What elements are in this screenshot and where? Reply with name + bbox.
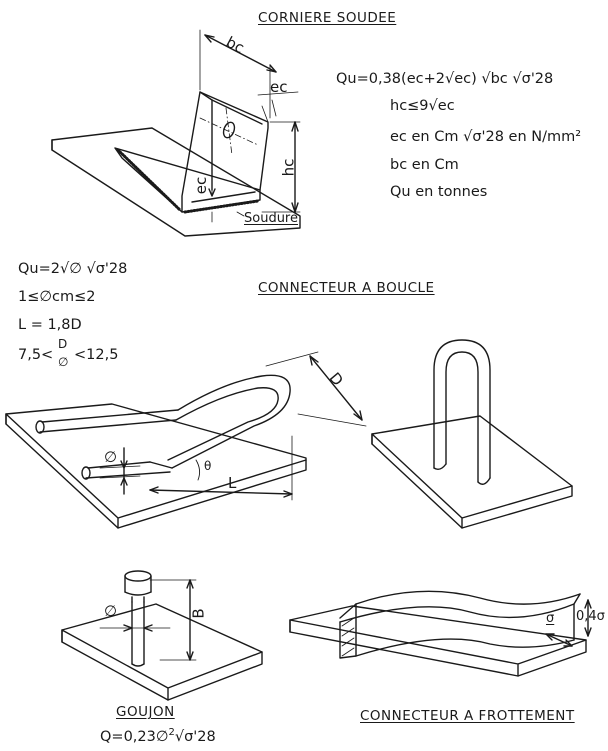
corniere-formula: Qu=0,38(ec+2√ec) √bc √σ'28: [336, 71, 554, 87]
dim-ec-top: ec: [270, 78, 288, 96]
title-connecteur-frottement: CONNECTEUR A FROTTEMENT: [360, 708, 575, 724]
corniere-units-bc: bc en Cm: [390, 157, 459, 173]
dim-sigma: σ: [546, 611, 555, 626]
boucle-ratio-right: <12,5: [74, 347, 119, 363]
dim-phi-boucle: ∅: [104, 448, 118, 466]
corniere-units-qu: Qu en tonnes: [390, 184, 488, 200]
goujon-formula: Q=0,23∅2√σ'28: [100, 727, 216, 745]
corniere-units-ec: ec en Cm √σ'28 en N/mm²: [390, 129, 582, 145]
title-corniere-soudee: CORNIERE SOUDEE: [258, 10, 397, 26]
boucle-ratio-left: 7,5<: [18, 347, 54, 363]
goujon-formula-exponent: 2: [168, 727, 175, 738]
boucle-formula: Qu=2√∅ √σ'28: [18, 261, 128, 277]
welded-angle-sketch: [51, 29, 301, 237]
stud-sketch: [61, 570, 263, 701]
boucle-ratio-denominator: ∅: [58, 355, 69, 369]
title-connecteur-boucle: CONNECTEUR A BOUCLE: [258, 280, 435, 296]
dim-angle: θ: [204, 459, 212, 473]
dim-L: L: [228, 474, 237, 492]
dim-phi-goujon: ∅: [104, 602, 118, 620]
friction-connector-sketch: [289, 590, 592, 677]
loop-connector-upright-sketch: [371, 339, 573, 529]
goujon-formula-root: √σ'28: [174, 728, 216, 745]
dim-hc: hc: [279, 158, 298, 177]
boucle-length: L = 1,8D: [18, 317, 82, 333]
loop-connector-sketch: [5, 351, 367, 529]
boucle-ratio-numerator: D: [58, 337, 68, 351]
dim-B: B: [189, 608, 208, 619]
dim-sigma-fraction: 0,4σ: [576, 609, 605, 624]
soudure-label: Soudure: [244, 211, 298, 226]
dim-ec-low: ec: [192, 176, 211, 195]
title-goujon: GOUJON: [116, 704, 175, 720]
boucle-range: 1≤∅cm≤2: [18, 289, 96, 305]
goujon-formula-base: Q=0,23∅: [100, 728, 169, 745]
corniere-condition: hc≤9√ec: [390, 98, 455, 114]
